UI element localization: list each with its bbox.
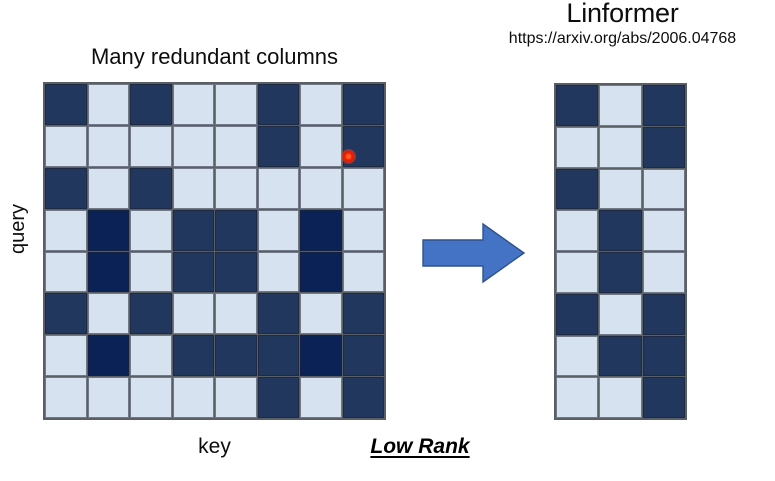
full-matrix-cell-r7-c3 [172, 377, 214, 418]
projected-matrix-cell-r1-c2 [642, 126, 685, 168]
full-matrix-cell-r2-c2 [130, 167, 172, 209]
full-matrix-cell-r3-c2 [130, 209, 172, 251]
projected-matrix-cell-r6-c1 [599, 335, 642, 377]
full-matrix-cell-r7-c6 [300, 377, 342, 418]
full-matrix-cell-r7-c4 [215, 377, 257, 418]
full-matrix-cell-r4-c1 [87, 251, 129, 293]
linformer-header: Linformer https://arxiv.org/abs/2006.047… [470, 0, 775, 49]
full-matrix-cell-r3-c1 [87, 209, 129, 251]
full-matrix-cell-r4-c4 [215, 251, 257, 293]
full-matrix-cell-r2-c6 [300, 167, 342, 209]
full-matrix-cell-r3-c5 [257, 209, 299, 251]
projected-matrix-cell-r1-c0 [556, 126, 599, 168]
full-matrix-cell-r5-c6 [300, 293, 342, 335]
full-matrix-cell-r3-c7 [342, 209, 384, 251]
right-arrow-icon [422, 222, 526, 284]
full-matrix-cell-r0-c0 [45, 84, 87, 125]
attention-matrix-projected [554, 83, 687, 420]
attention-matrix-full [43, 82, 386, 420]
projected-matrix-cell-r2-c1 [599, 168, 642, 210]
projected-matrix-cell-r5-c2 [642, 293, 685, 335]
full-matrix-cell-r7-c1 [87, 377, 129, 418]
full-matrix-cell-r5-c5 [257, 293, 299, 335]
full-matrix-cell-r3-c3 [172, 209, 214, 251]
full-matrix-cell-r7-c2 [130, 377, 172, 418]
full-matrix-cell-r6-c1 [87, 335, 129, 377]
projected-matrix-cell-r3-c0 [556, 210, 599, 251]
projected-matrix-cell-r4-c0 [556, 252, 599, 293]
full-matrix-cell-r6-c7 [342, 335, 384, 377]
full-matrix-cell-r4-c6 [300, 251, 342, 293]
full-matrix-cell-r7-c0 [45, 377, 87, 418]
full-matrix-cell-r2-c0 [45, 167, 87, 209]
full-matrix-cell-r5-c4 [215, 293, 257, 335]
projected-matrix-cell-r6-c2 [642, 335, 685, 377]
page-title: Linformer [566, 0, 679, 28]
full-matrix-cell-r1-c1 [87, 125, 129, 167]
full-matrix-cell-r4-c3 [172, 251, 214, 293]
projected-matrix-cell-r3-c2 [642, 210, 685, 251]
low-rank-annotation: Low Rank [370, 435, 470, 458]
full-matrix-cell-r0-c4 [215, 84, 257, 125]
full-matrix-cell-r4-c2 [130, 251, 172, 293]
full-matrix-cell-r1-c7 [342, 125, 384, 167]
full-matrix-cell-r2-c5 [257, 167, 299, 209]
full-matrix-cell-r0-c7 [342, 84, 384, 125]
projected-matrix-cell-r3-c1 [599, 210, 642, 251]
full-matrix-cell-r2-c4 [215, 167, 257, 209]
projected-matrix-cell-r7-c2 [642, 377, 685, 418]
projected-matrix-cell-r6-c0 [556, 335, 599, 377]
projected-matrix-cell-r1-c1 [599, 126, 642, 168]
full-matrix-cell-r4-c0 [45, 251, 87, 293]
full-matrix-cell-r1-c5 [257, 125, 299, 167]
left-matrix-caption: Many redundant columns [90, 44, 339, 69]
projected-matrix-cell-r2-c2 [642, 168, 685, 210]
full-matrix-cell-r7-c5 [257, 377, 299, 418]
full-matrix-cell-r2-c7 [342, 167, 384, 209]
projected-matrix-cell-r4-c2 [642, 252, 685, 293]
full-matrix-cell-r1-c2 [130, 125, 172, 167]
full-matrix-cell-r5-c1 [87, 293, 129, 335]
projected-matrix-cell-r5-c0 [556, 293, 599, 335]
x-axis-label-key: key [198, 435, 231, 458]
full-matrix-cell-r1-c4 [215, 125, 257, 167]
full-matrix-cell-r1-c0 [45, 125, 87, 167]
full-matrix-cell-r1-c6 [300, 125, 342, 167]
full-matrix-cell-r0-c2 [130, 84, 172, 125]
full-matrix-cell-r0-c1 [87, 84, 129, 125]
full-matrix-cell-r6-c6 [300, 335, 342, 377]
full-matrix-cell-r6-c3 [172, 335, 214, 377]
full-matrix-cell-r2-c3 [172, 167, 214, 209]
projected-matrix-cell-r0-c2 [642, 85, 685, 126]
full-matrix-cell-r3-c0 [45, 209, 87, 251]
full-matrix-cell-r3-c6 [300, 209, 342, 251]
full-matrix-cell-r3-c4 [215, 209, 257, 251]
full-matrix-cell-r2-c1 [87, 167, 129, 209]
full-matrix-cell-r0-c3 [172, 84, 214, 125]
full-matrix-cell-r6-c4 [215, 335, 257, 377]
projected-matrix-cell-r0-c0 [556, 85, 599, 126]
y-axis-label-query: query [7, 203, 29, 255]
projected-matrix-cell-r7-c0 [556, 377, 599, 418]
full-matrix-cell-r4-c7 [342, 251, 384, 293]
full-matrix-cell-r5-c7 [342, 293, 384, 335]
full-matrix-cell-r7-c7 [342, 377, 384, 418]
full-matrix-cell-r4-c5 [257, 251, 299, 293]
projected-matrix-cell-r4-c1 [599, 252, 642, 293]
full-matrix-cell-r5-c2 [130, 293, 172, 335]
full-matrix-cell-r6-c0 [45, 335, 87, 377]
projected-matrix-cell-r0-c1 [599, 85, 642, 126]
full-matrix-cell-r1-c3 [172, 125, 214, 167]
full-matrix-cell-r5-c3 [172, 293, 214, 335]
paper-url: https://arxiv.org/abs/2006.04768 [508, 30, 737, 47]
full-matrix-cell-r6-c2 [130, 335, 172, 377]
full-matrix-cell-r0-c6 [300, 84, 342, 125]
full-matrix-cell-r5-c0 [45, 293, 87, 335]
projected-matrix-cell-r7-c1 [599, 377, 642, 418]
projected-matrix-cell-r5-c1 [599, 293, 642, 335]
full-matrix-cell-r0-c5 [257, 84, 299, 125]
projected-matrix-cell-r2-c0 [556, 168, 599, 210]
full-matrix-cell-r6-c5 [257, 335, 299, 377]
